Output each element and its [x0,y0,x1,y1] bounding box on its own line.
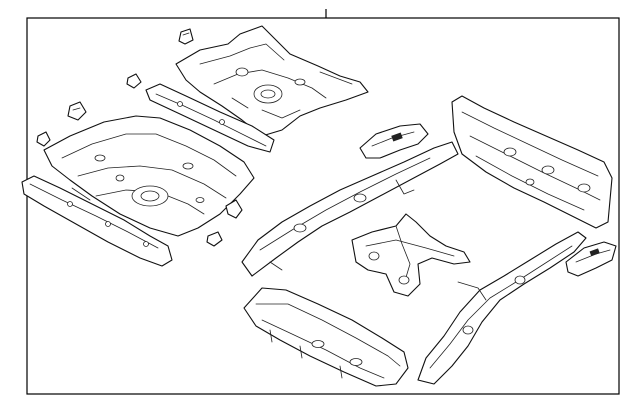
rear-body-panel [451,95,613,229]
side-sill-rail [21,175,173,267]
bracket-small-left-1 [126,73,142,89]
reinforcement-bracket-center [359,123,429,159]
rear-frame-rail-left [241,141,459,277]
floor-crossmember [145,83,275,153]
front-floor-pan [43,115,255,237]
clip-center-2 [206,231,223,247]
rear-floor-crossmember [243,287,409,387]
clip-center-1 [225,199,243,219]
suspension-crossmember [351,213,471,297]
rear-floor-pan [175,25,369,137]
rear-frame-rail-right [417,231,587,385]
bracket-small-left-3 [36,131,51,147]
diagram-frame [26,9,620,395]
reinforcement-bracket-right [565,241,617,277]
bracket-small-left-2 [67,101,87,121]
bracket-clip-top [178,28,194,45]
